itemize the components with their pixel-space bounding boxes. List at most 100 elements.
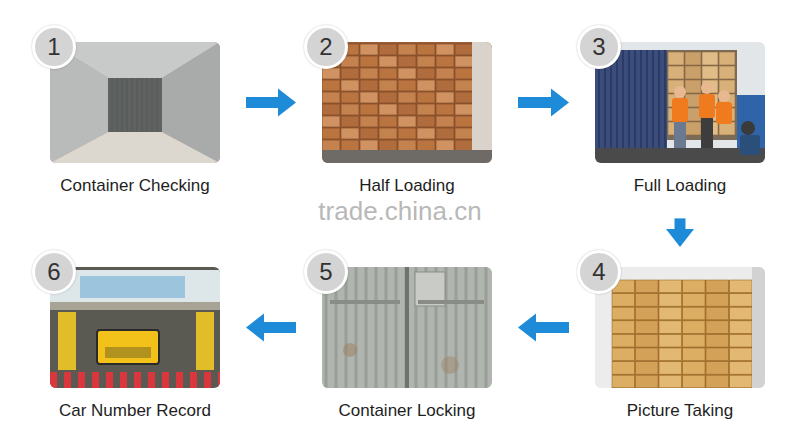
arrow-head (246, 314, 264, 342)
door-edge (752, 267, 765, 388)
carton (360, 68, 378, 79)
carton (398, 128, 416, 139)
carton (636, 375, 659, 388)
carton (436, 92, 454, 103)
carton (379, 128, 397, 139)
worker-shirt (716, 102, 732, 124)
carton (398, 80, 416, 91)
carton (322, 140, 340, 151)
carton (417, 56, 435, 67)
carton (436, 80, 454, 91)
carton (398, 44, 416, 55)
rib-line (652, 50, 654, 150)
door-ribs (326, 267, 486, 388)
carton (379, 56, 397, 67)
rib-line (355, 267, 358, 388)
carton (730, 334, 753, 347)
carton (659, 321, 682, 334)
carton (379, 44, 397, 55)
sky (595, 42, 765, 163)
step-box: Container Locking5 (322, 267, 492, 421)
carton (659, 307, 682, 320)
rust-spot (343, 343, 357, 357)
rib-line (137, 78, 138, 132)
carton-grid (612, 280, 752, 388)
callout-number: 3 (592, 35, 605, 59)
arrow-shaft (518, 97, 552, 108)
carton (417, 68, 435, 79)
carton (683, 348, 706, 361)
truck-plate-photo (50, 267, 220, 388)
step-caption: Container Checking (50, 176, 220, 196)
carton (417, 116, 435, 127)
rib-line (365, 267, 368, 388)
carton (341, 140, 359, 151)
carton (719, 52, 735, 65)
rib-line (395, 267, 398, 388)
carton (730, 362, 753, 375)
carton (730, 348, 753, 361)
worker-head (674, 86, 686, 98)
carton (379, 68, 397, 79)
arrow-shaft (675, 218, 686, 230)
rib-line (658, 50, 660, 150)
rib-line (112, 78, 113, 132)
stripe (134, 372, 141, 388)
callout-number: 4 (592, 260, 605, 284)
worker-shirt (699, 94, 715, 118)
carton (455, 140, 473, 151)
carton (398, 68, 416, 79)
carton (636, 321, 659, 334)
carton (436, 104, 454, 115)
arrow-shaft (263, 322, 296, 333)
carton (417, 80, 435, 91)
stripe (120, 372, 127, 388)
container-wall (472, 42, 492, 163)
carton (360, 140, 378, 151)
carton (612, 294, 635, 307)
carton (341, 104, 359, 115)
carton (730, 321, 753, 334)
stripe (176, 372, 183, 388)
carton (417, 140, 435, 151)
stripe (190, 372, 197, 388)
carton (683, 375, 706, 388)
carton (341, 116, 359, 127)
carton (379, 116, 397, 127)
worker-head (741, 121, 755, 135)
arrow-head (551, 89, 569, 117)
carton (398, 116, 416, 127)
carton (379, 140, 397, 151)
carton (341, 68, 359, 79)
step-caption: Picture Taking (595, 401, 765, 421)
step-number-circle: 6 (32, 250, 76, 294)
step-caption: Half Loading (322, 176, 492, 196)
carton (659, 362, 682, 375)
flow-arrow (246, 89, 296, 117)
licence-plate (97, 330, 159, 364)
empty-container-photo (50, 42, 220, 163)
step-box: Car Number Record6 (50, 267, 220, 421)
rib-line (646, 50, 648, 150)
lock-bar (418, 300, 484, 304)
container-back-wall (108, 78, 162, 132)
worker-shirt (740, 135, 760, 155)
container-doors (322, 267, 492, 388)
carton (379, 80, 397, 91)
carton (706, 307, 729, 320)
arrow-head (278, 89, 296, 117)
rib-line (475, 267, 478, 388)
rib-line (628, 50, 630, 150)
carton (417, 104, 435, 115)
carton (398, 56, 416, 67)
carton (360, 104, 378, 115)
rib-line (385, 267, 388, 388)
carton (455, 128, 473, 139)
stripe (64, 372, 71, 388)
carton (636, 334, 659, 347)
rib-line (127, 78, 128, 132)
carton (702, 52, 718, 65)
carton (636, 294, 659, 307)
carton (706, 334, 729, 347)
carton (636, 307, 659, 320)
